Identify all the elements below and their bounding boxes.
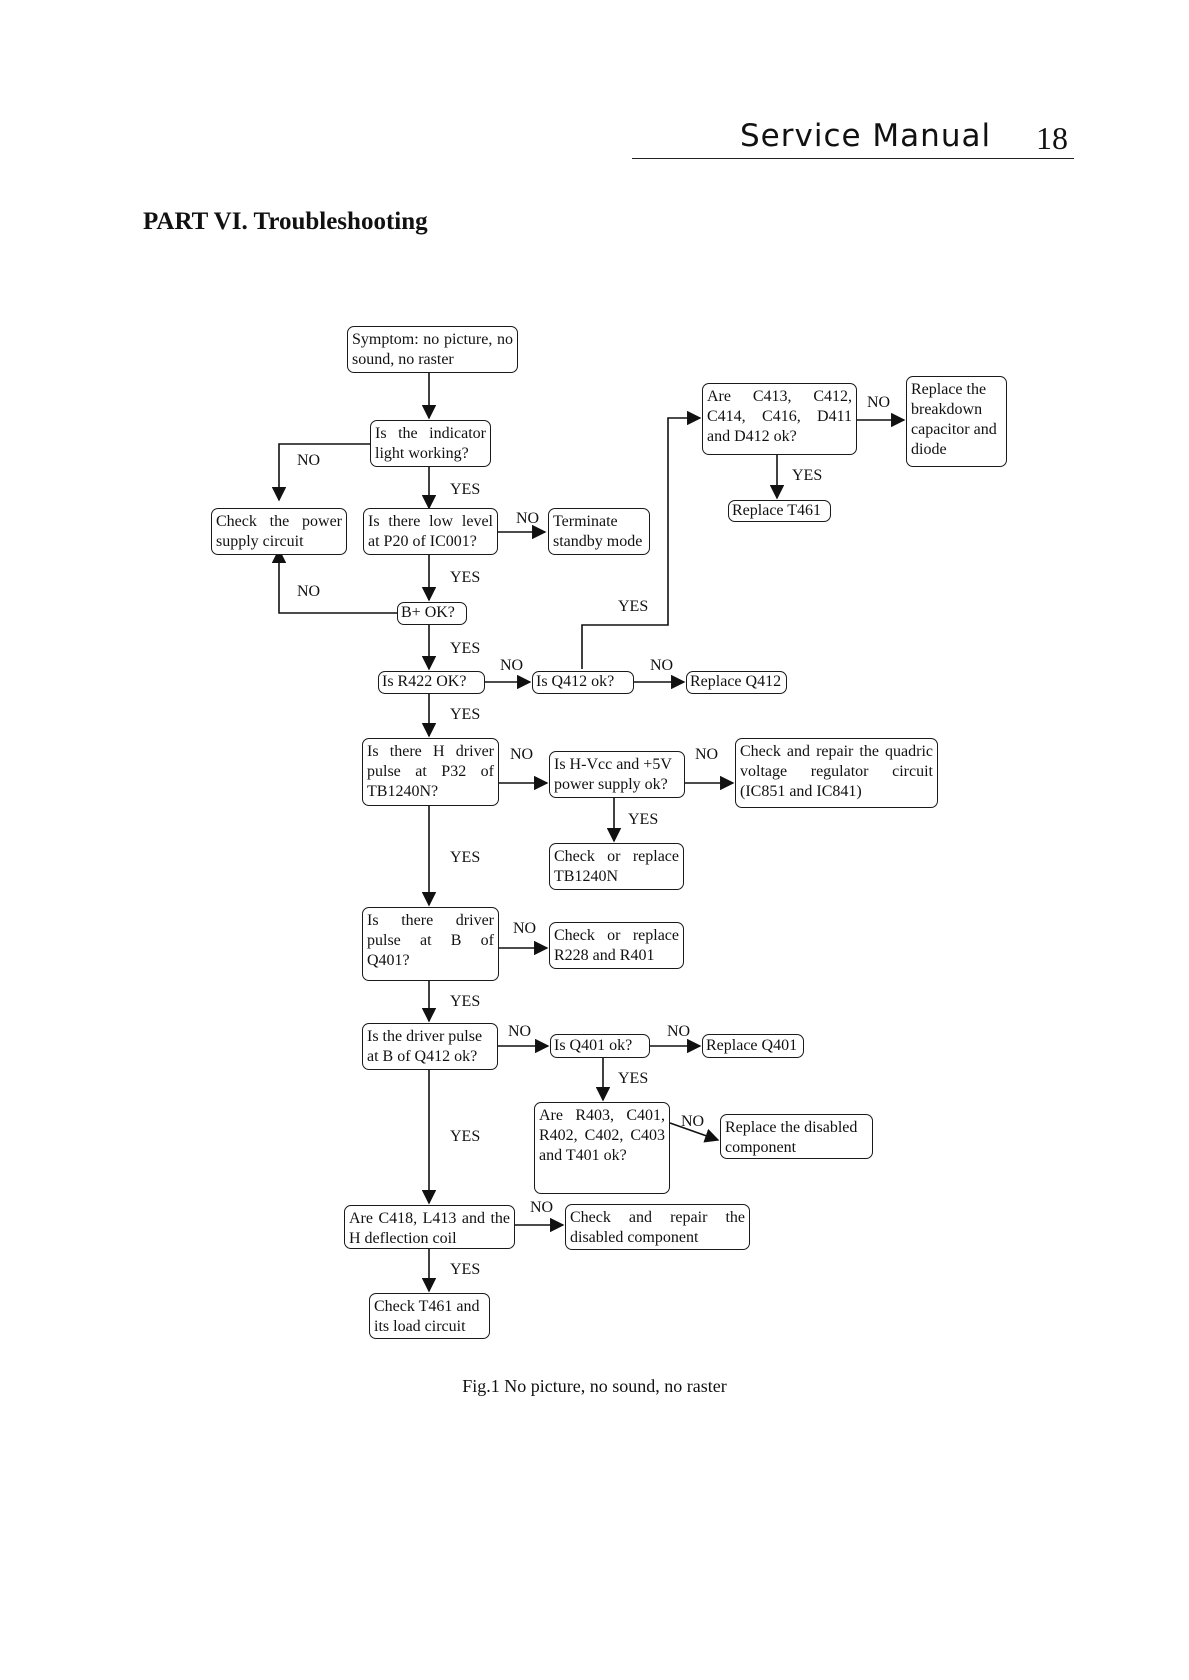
label-no-q412: NO: [650, 657, 674, 674]
box-check-regulator: Check and repair the quadric voltage reg…: [735, 738, 938, 808]
label-no-driver-q412: NO: [508, 1023, 532, 1040]
box-h-driver-question: Is there H driver pulse at P32 of TB1240…: [362, 738, 499, 806]
figure-caption: Fig.1 No picture, no sound, no raster: [462, 1376, 727, 1396]
box-replace-breakdown: Replace the breakdown capacitor and diod…: [906, 376, 1007, 467]
label-yes-low-level: YES: [450, 569, 481, 586]
arrow-bplus-no-check-power: [271, 548, 397, 614]
label-yes-r422: YES: [450, 706, 481, 723]
header-rule: [632, 158, 1074, 159]
box-check-t461: Check T461 and its load circuit: [369, 1293, 490, 1339]
box-low-level-question: Is there low level at P20 of IC001?: [363, 508, 498, 555]
box-check-r228: Check or replace R228 and R401: [549, 922, 684, 969]
arrow-r403-no-replace-disabled: [669, 1122, 720, 1143]
arrow-indicator-no-check-power: [271, 443, 370, 502]
box-replace-q401: Replace Q401: [702, 1034, 804, 1058]
box-bplus-question: B+ OK?: [397, 602, 467, 625]
running-header-title: Service Manual: [740, 118, 992, 154]
label-no-bplus: NO: [297, 583, 321, 600]
box-replace-t461: Replace T461: [728, 500, 831, 522]
box-hvcc-question: Is H-Vcc and +5V power supply ok?: [549, 751, 685, 798]
label-no-low-level: NO: [516, 510, 540, 527]
label-yes-driver-q412: YES: [450, 1128, 481, 1145]
box-replace-disabled: Replace the disabled component: [720, 1114, 873, 1159]
box-q412-question: Is Q412 ok?: [532, 671, 634, 694]
label-yes-h-driver: YES: [450, 849, 481, 866]
label-yes-hvcc: YES: [628, 811, 659, 828]
box-driver-q401-question: Is there driver pulse at B of Q401?: [362, 907, 499, 981]
label-yes-driver-q401: YES: [450, 993, 481, 1010]
label-no-q401: NO: [667, 1023, 691, 1040]
box-indicator-question: Is the indicator light working?: [370, 420, 491, 467]
label-yes-q401: YES: [618, 1070, 649, 1087]
box-c413-question: Are C413, C412, C414, C416, D411 and D41…: [702, 383, 857, 455]
box-replace-q412: Replace Q412: [686, 671, 787, 694]
section-title: PART VI. Troubleshooting: [143, 208, 428, 235]
label-no-r422: NO: [500, 657, 524, 674]
box-driver-q412-question: Is the driver pulse at B of Q412 ok?: [362, 1023, 498, 1070]
label-yes-bplus: YES: [450, 640, 481, 657]
box-q401-question: Is Q401 ok?: [550, 1034, 650, 1058]
label-no-hvcc: NO: [695, 746, 719, 763]
label-yes-c418: YES: [450, 1261, 481, 1278]
label-no-h-driver: NO: [510, 746, 534, 763]
label-no-driver-q401: NO: [513, 920, 537, 937]
box-check-power-supply: Check the power supply circuit: [211, 508, 347, 555]
box-symptom: Symptom: no picture, no sound, no raster: [347, 326, 518, 373]
box-c418-question: Are C418, L413 and the H deflection coil: [344, 1205, 515, 1249]
label-yes-indicator: YES: [450, 481, 481, 498]
label-no-c418: NO: [530, 1199, 554, 1216]
box-r422-question: Is R422 OK?: [378, 671, 485, 694]
label-yes-c413: YES: [792, 467, 823, 484]
label-no-indicator: NO: [297, 452, 321, 469]
box-check-disabled: Check and repair the disabled component: [565, 1204, 750, 1250]
label-no-c413: NO: [867, 394, 891, 411]
page-number: 18: [1036, 120, 1068, 156]
box-terminate-standby: Terminate standby mode: [548, 508, 650, 555]
label-yes-q412: YES: [618, 598, 649, 615]
arrow-q412-yes-c413: [581, 410, 702, 669]
label-no-r403: NO: [681, 1113, 705, 1130]
box-check-tb1240n: Check or replace TB1240N: [549, 843, 684, 890]
box-r403-question: Are R403, C401, R402, C402, C403 and T40…: [534, 1102, 670, 1194]
